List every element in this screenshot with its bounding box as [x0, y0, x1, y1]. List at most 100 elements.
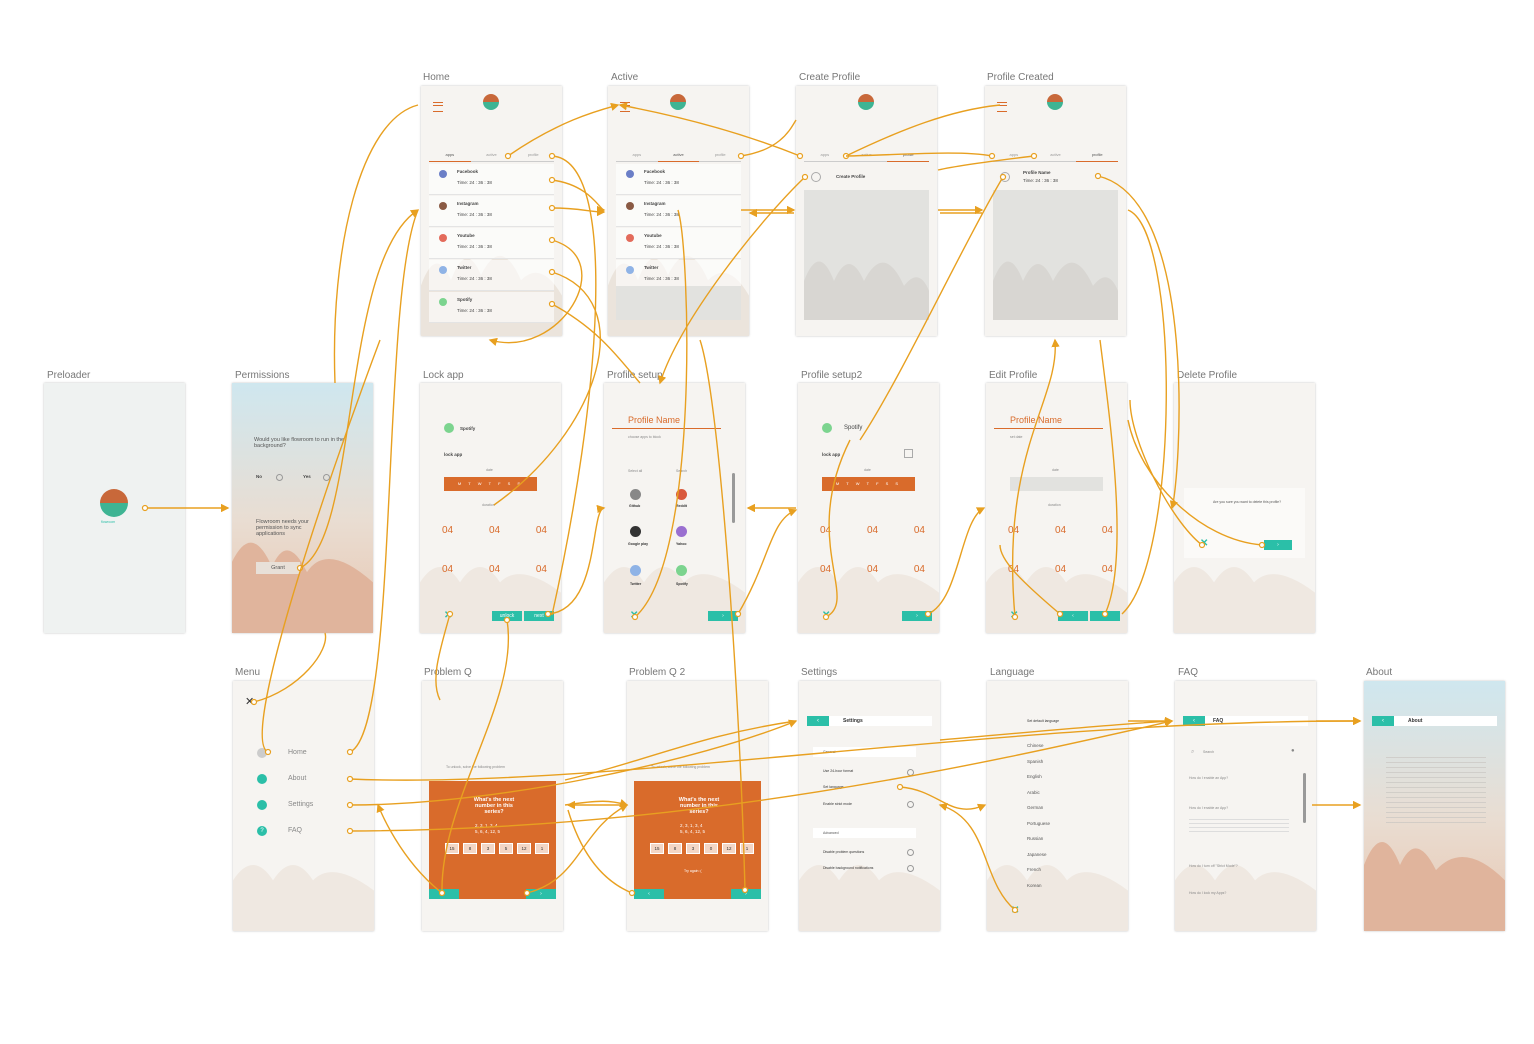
answer-option[interactable]: 5 [499, 843, 513, 854]
scrollbar[interactable] [732, 473, 735, 523]
back-button[interactable]: ‹ [1058, 611, 1088, 621]
close-icon[interactable]: ✕ [1011, 905, 1020, 916]
setting-language[interactable]: Set language [823, 785, 844, 789]
back-button[interactable]: ‹ [807, 716, 829, 726]
hours[interactable]: 04 [820, 564, 832, 575]
language-option[interactable]: Spanish [1027, 758, 1044, 764]
reddit-icon[interactable] [676, 489, 687, 500]
profile-name-title[interactable]: Profile Name [1010, 415, 1063, 425]
close-icon[interactable]: ✕ [245, 696, 255, 708]
confirm-button[interactable]: › [1264, 540, 1292, 550]
answer-option[interactable]: 12 [722, 843, 736, 854]
answer-option[interactable]: 1 [535, 843, 549, 854]
hours[interactable]: 04 [442, 564, 454, 575]
spotify-icon[interactable] [676, 565, 687, 576]
toggle-problems[interactable] [907, 849, 914, 856]
language-option[interactable]: Chinese [1027, 743, 1044, 748]
search-field[interactable]: Search [676, 469, 688, 473]
minutes[interactable]: 04 [1054, 564, 1067, 575]
time-row[interactable]: 04 04 04 [820, 525, 925, 536]
language-option[interactable]: Arabic [1027, 789, 1040, 795]
close-icon[interactable]: ✕ [630, 610, 639, 621]
answer-option[interactable]: 3 [481, 843, 495, 854]
day-selector[interactable]: M T W T F S S [444, 477, 537, 491]
menu-icon[interactable] [620, 102, 630, 112]
faq-question[interactable]: How do I lock my Apps? [1189, 891, 1227, 895]
tab-apps[interactable]: apps [429, 152, 471, 162]
day-selector[interactable]: M T W T F S S [822, 477, 915, 491]
microphone-icon[interactable]: ● [1291, 748, 1295, 754]
language-option[interactable]: German [1027, 805, 1044, 810]
tab-active[interactable]: active [470, 152, 513, 162]
minutes[interactable]: 04 [488, 564, 501, 575]
language-option[interactable]: Korean [1027, 882, 1042, 888]
day-selector[interactable] [1010, 477, 1103, 491]
unlock-button[interactable]: unlock [492, 611, 522, 621]
menu-item-home[interactable]: Home [288, 749, 307, 756]
tab-profile[interactable]: profile [1076, 152, 1119, 162]
minutes[interactable]: 04 [866, 564, 879, 575]
close-icon[interactable]: ✕ [1200, 538, 1209, 549]
next-button[interactable]: › [708, 611, 738, 621]
toggle-strict[interactable] [907, 801, 914, 808]
close-icon[interactable]: ✕ [822, 610, 831, 621]
tab-active[interactable]: active [657, 152, 700, 162]
language-option[interactable]: French [1027, 867, 1042, 872]
select-all[interactable]: Select all [628, 469, 643, 473]
answer-option[interactable]: 15 [650, 843, 664, 854]
answer-option[interactable]: 1 [740, 843, 754, 854]
seconds[interactable]: 04 [1101, 564, 1113, 575]
language-option[interactable]: Russian [1027, 836, 1044, 841]
create-profile-text[interactable]: Create Profile [836, 174, 866, 179]
tab-profile[interactable]: profile [699, 152, 742, 162]
back-button[interactable]: ‹ [429, 889, 459, 899]
language-option[interactable]: English [1027, 774, 1042, 779]
next-button[interactable]: › [731, 889, 761, 899]
menu-item-faq[interactable]: FAQ [288, 827, 303, 834]
answer-option[interactable]: 15 [445, 843, 459, 854]
menu-item-settings[interactable]: Settings [288, 801, 314, 808]
hours[interactable]: 04 [820, 525, 832, 536]
close-icon[interactable]: ✕ [444, 610, 453, 621]
seconds[interactable]: 04 [913, 525, 925, 536]
time-row[interactable]: 04 04 04 [1008, 564, 1113, 575]
back-button[interactable]: ‹ [1372, 716, 1394, 726]
toggle-notifications[interactable] [907, 865, 914, 872]
hours[interactable]: 04 [1008, 564, 1020, 575]
hours[interactable]: 04 [442, 525, 454, 536]
time-row[interactable]: 04 04 04 [820, 564, 925, 575]
hours[interactable]: 04 [1008, 525, 1020, 536]
toggle-24h[interactable] [907, 769, 914, 776]
minutes[interactable]: 04 [866, 525, 879, 536]
tab-active[interactable]: active [845, 152, 888, 162]
search-input[interactable]: Search [1203, 750, 1215, 754]
tab-active[interactable]: active [1034, 152, 1077, 162]
profile-name-title[interactable]: Profile Name [628, 415, 681, 425]
tab-profile[interactable]: profile [887, 152, 930, 162]
faq-question[interactable]: How do I enable an App? [1189, 776, 1229, 780]
language-option[interactable]: Portuguese [1027, 820, 1051, 826]
answer-option[interactable]: 12 [517, 843, 531, 854]
back-button[interactable]: ‹ [634, 889, 664, 899]
scrollbar[interactable] [1303, 773, 1306, 823]
answer-option[interactable]: 8 [668, 843, 682, 854]
next-button[interactable]: › [902, 611, 932, 621]
google-play-icon[interactable] [630, 526, 641, 537]
seconds[interactable]: 04 [913, 564, 925, 575]
menu-icon[interactable] [433, 102, 443, 112]
add-icon[interactable] [811, 172, 821, 182]
close-icon[interactable]: ✕ [1010, 610, 1019, 621]
language-option[interactable]: Japanese [1027, 851, 1047, 857]
tab-apps[interactable]: apps [804, 152, 846, 162]
answer-option[interactable]: 8 [463, 843, 477, 854]
twitter-icon[interactable] [630, 565, 641, 576]
tab-profile[interactable]: profile [512, 152, 555, 162]
